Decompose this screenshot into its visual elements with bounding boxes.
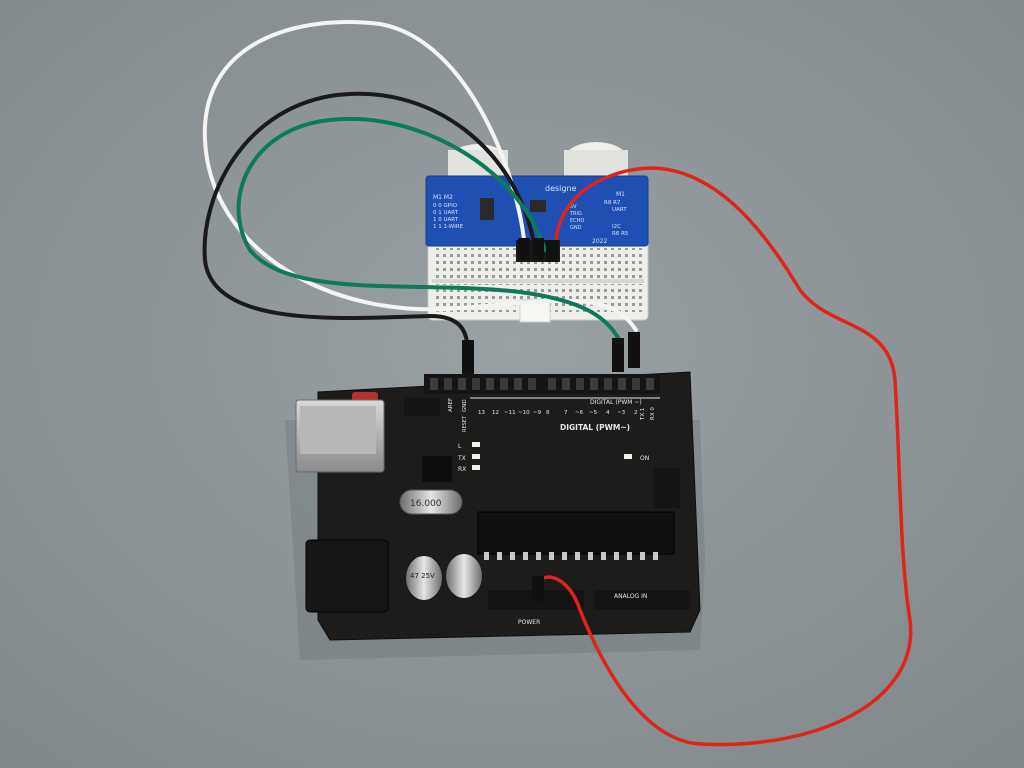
capacitor-2 — [446, 554, 482, 598]
pin-label-5: ~5 — [589, 410, 598, 416]
pin-label-4: 4 — [606, 410, 610, 416]
module-left-label-1: 0 0 GPIO — [433, 203, 458, 209]
capacitor-label: 47 25V — [410, 572, 435, 580]
power-label: POWER — [518, 619, 540, 626]
jumper-wires — [202, 20, 913, 747]
pin-label-gnd: GND — [462, 399, 468, 412]
arduino-board: DIGITAL (PWM ~) AREF GND 13 12 ~11 ~10 ~… — [295, 371, 701, 641]
pin-label-3: ~3 — [617, 410, 626, 416]
module-left-title: M1 M2 — [433, 194, 453, 201]
wire-connectors — [462, 238, 640, 602]
module-right-label-4: R6 R5 — [612, 231, 629, 237]
wire-black — [202, 91, 537, 356]
module-pin-label-1: 5V — [570, 204, 577, 210]
wire-white — [202, 20, 638, 332]
pin-label-aref: AREF — [448, 398, 454, 412]
atmega-chip — [477, 511, 675, 555]
led-label-l: L — [458, 443, 462, 450]
crystal — [399, 489, 463, 515]
pin-label-10: ~10 — [518, 410, 530, 416]
pin-label-7: 7 — [564, 410, 568, 416]
wire-green — [236, 116, 624, 348]
module-pin-label-2: TRIG — [569, 211, 582, 217]
on-led-label: ON — [640, 455, 649, 462]
module-year: 2022 — [592, 238, 607, 245]
crystal-label: 16.000 — [410, 499, 442, 509]
pin-label-12: 12 — [492, 410, 499, 416]
module-right-title: M1 — [616, 191, 625, 198]
led-label-tx: TX — [457, 455, 466, 462]
analog-label: ANALOG IN — [614, 593, 647, 600]
pin-label-tx: TX 1 — [640, 408, 646, 421]
reset-label: RESET — [462, 415, 468, 432]
module-pin-label-3: ECHO — [570, 218, 584, 224]
led-label-rx: RX — [458, 466, 466, 473]
module-brand: designe — [545, 184, 577, 193]
module-pin-label-4: GND — [570, 225, 582, 231]
pin-label-rx: RX 0 — [650, 407, 656, 420]
pin-label-2: 2 — [634, 410, 638, 416]
module-right-label-3: I2C — [612, 224, 621, 230]
wire-red — [538, 166, 913, 747]
module-left-label-2: 0 1 UART — [433, 210, 459, 216]
pin-label-8: 8 — [546, 410, 550, 416]
dc-barrel-jack[interactable] — [305, 539, 389, 613]
digital-header — [424, 374, 660, 394]
pin-label-6: ~6 — [575, 410, 584, 416]
analog-header — [594, 590, 690, 610]
module-right-label-2: UART — [612, 207, 627, 213]
module-left-label-4: 1 1 1-WIRE — [433, 224, 464, 230]
pin-label-9: ~9 — [533, 410, 542, 416]
digital-label-2: DIGITAL (PWM~) — [560, 423, 630, 432]
digital-header-label: DIGITAL (PWM ~) — [590, 399, 642, 406]
pin-label-11: ~11 — [504, 410, 516, 416]
module-left-label-3: 1 0 UART — [433, 217, 459, 223]
capacitor-1 — [406, 556, 442, 600]
module-right-label-1: R8 R7 — [604, 200, 621, 206]
pin-label-13: 13 — [478, 410, 485, 416]
